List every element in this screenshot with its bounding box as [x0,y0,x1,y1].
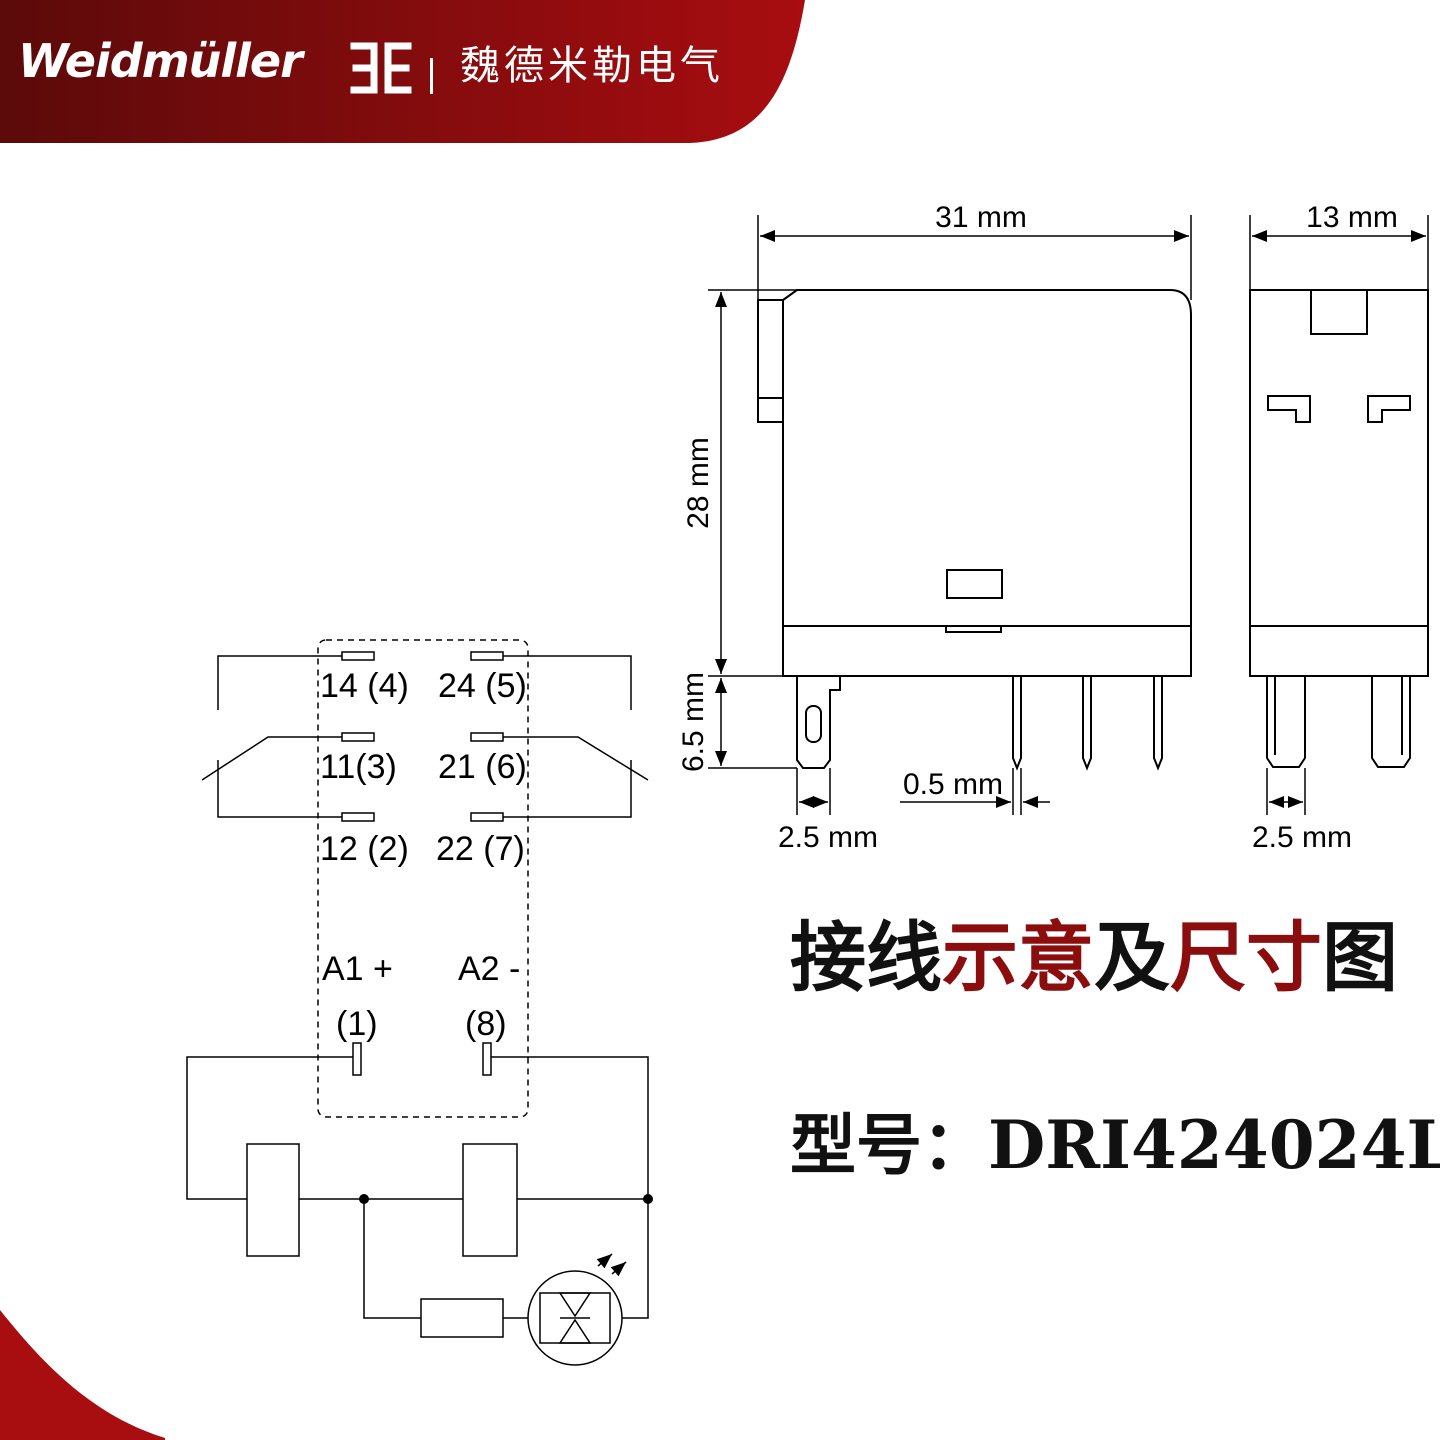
title-part-schematic: 示意 [942,913,1094,1002]
coil-a2-pin-label: (8) [465,1005,507,1043]
title-part-diagram: 图 [1322,913,1398,1002]
dim-pin-width-side-label: 2.5 mm [1252,821,1352,854]
dim-pin-width-front-label: 2.5 mm [778,821,878,854]
corner-decoration [0,1310,165,1440]
coil-a1-pin-label: (1) [336,1005,378,1043]
coil-a1-label: A1 + [322,950,393,988]
dimension-lines [708,215,1429,815]
junction-dot-left [359,1194,369,1204]
dim-pin-length-label: 6.5 mm [677,672,710,772]
terminal-22-label: 22 (7) [436,830,525,868]
brand-chinese-name: 魏德米勒电气 [460,43,724,89]
junction-dot-right [643,1194,653,1204]
dim-depth-label: 13 mm [1306,201,1398,234]
side-view [1249,289,1429,768]
model-number: 型号：DRI424024L [790,1112,1440,1178]
wiring-schematic [186,639,649,1366]
terminal-12-label: 12 (2) [320,830,409,868]
weidmuller-double-e-icon [350,42,412,94]
terminal-21-label: 21 (6) [438,748,527,786]
dim-pin-thickness-label: 0.5 mm [903,768,1003,801]
dim-width-label: 31 mm [935,201,1027,234]
terminal-14-label: 14 (4) [320,667,409,705]
terminal-11-label: 11(3) [320,748,397,786]
title-part-and: 及 [1094,913,1170,1002]
title-part-wiring: 接线 [790,913,942,1002]
front-view [757,289,1192,771]
dim-height-label: 28 mm [682,437,715,529]
brand-separator [430,58,433,94]
model-label: 型号： [790,1106,988,1184]
title-part-dimension: 尺寸 [1170,913,1322,1002]
page-title: 接线示意及尺寸图 [790,920,1398,996]
terminal-24-label: 24 (5) [438,667,527,705]
model-value: DRI424024L [988,1106,1440,1184]
coil-a2-label: A2 - [458,950,520,988]
brand-name: Weidmüller [18,34,303,88]
